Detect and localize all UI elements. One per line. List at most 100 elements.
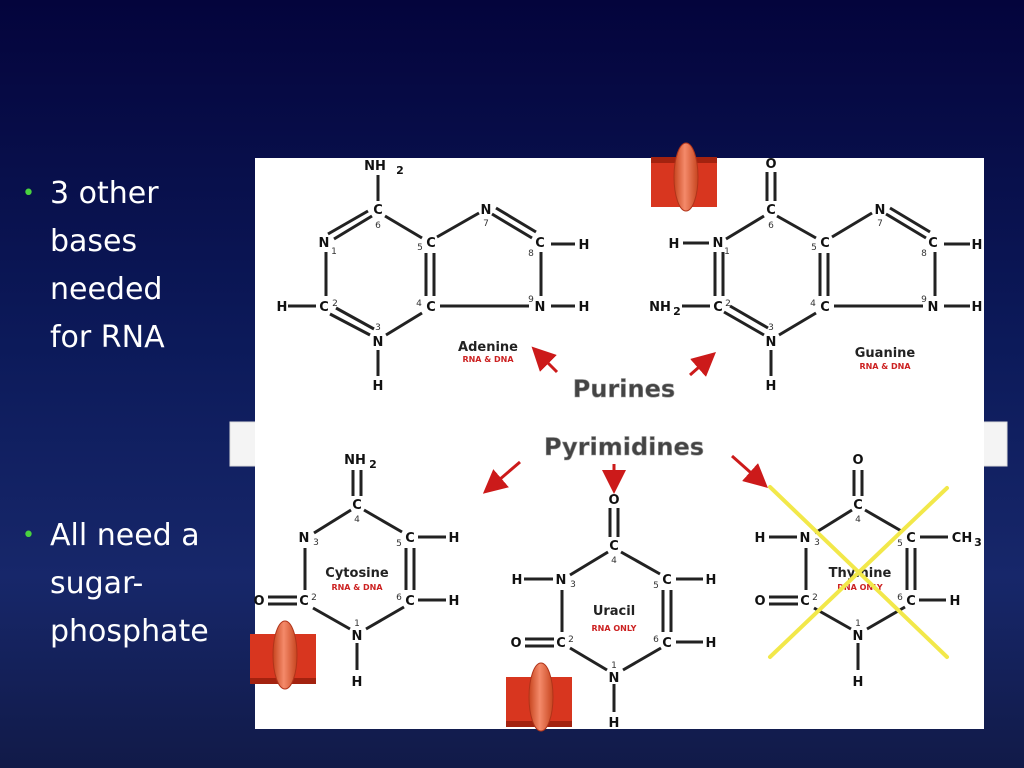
atom-label: H bbox=[755, 531, 766, 546]
uracil-note: RNA ONLY bbox=[592, 624, 637, 633]
ring-number: 4 bbox=[611, 556, 617, 566]
atom-label: H bbox=[766, 379, 777, 394]
ring-number: 9 bbox=[921, 295, 927, 305]
atom-label: N bbox=[299, 531, 310, 546]
atom-label: O bbox=[754, 594, 765, 609]
bullet-item: • All need a sugar- phosphate bbox=[22, 512, 237, 656]
atom-label: C bbox=[800, 594, 810, 609]
ring-number: 2 bbox=[812, 593, 818, 603]
atom-label: H bbox=[950, 594, 961, 609]
subscript: 3 bbox=[974, 536, 982, 549]
cytosine-atoms: NH 2 C N C H C O C H N H bbox=[253, 453, 459, 690]
atom-label: N bbox=[875, 203, 886, 218]
ring-number: 6 bbox=[375, 221, 381, 231]
atom-label: N bbox=[373, 335, 384, 350]
atom-label: N bbox=[352, 629, 363, 644]
atom-label: H bbox=[352, 675, 363, 690]
subscript: 2 bbox=[673, 305, 681, 318]
atom-label: H bbox=[706, 636, 717, 651]
ring-number: 2 bbox=[725, 299, 731, 309]
bullet-item: • 3 other bases needed for RNA bbox=[22, 170, 237, 362]
atom-label: C bbox=[299, 594, 309, 609]
atom-label: C bbox=[713, 300, 723, 315]
ring-number: 3 bbox=[313, 538, 319, 548]
atom-label: H bbox=[277, 300, 288, 315]
atom-label: C bbox=[906, 594, 916, 609]
atom-label: N bbox=[609, 671, 620, 686]
atom-label: O bbox=[765, 157, 776, 172]
atom-label: H bbox=[373, 379, 384, 394]
guanine-atoms: O C N H C N C H C NH 2 C N H N H bbox=[649, 157, 982, 394]
nh2-label: NH bbox=[364, 159, 386, 174]
atom-label: H bbox=[972, 300, 983, 315]
pyrimidines-label: Pyrimidines bbox=[544, 433, 704, 461]
atom-label: H bbox=[579, 238, 590, 253]
ring-number: 7 bbox=[877, 219, 883, 229]
atom-label: C bbox=[426, 236, 436, 251]
ring-number: 3 bbox=[768, 323, 774, 333]
atom-label: C bbox=[556, 636, 566, 651]
ring-number: 2 bbox=[568, 635, 574, 645]
atom-label: H bbox=[706, 573, 717, 588]
ring-number: 1 bbox=[724, 247, 730, 257]
ring-number: 5 bbox=[653, 581, 659, 591]
bullet-dot-icon: • bbox=[22, 181, 35, 206]
thymine-note: DNA ONLY bbox=[837, 583, 883, 592]
ring-number: 4 bbox=[855, 515, 861, 525]
atom-label: C bbox=[405, 594, 415, 609]
atom-label: C bbox=[766, 203, 776, 218]
guanine-note: RNA & DNA bbox=[859, 362, 911, 371]
bullet-text: All need a sugar- phosphate bbox=[50, 518, 209, 649]
uracil-structure bbox=[524, 508, 703, 712]
ring-number: 3 bbox=[814, 538, 820, 548]
atom-label: H bbox=[579, 300, 590, 315]
nh2-label: NH bbox=[649, 300, 671, 315]
ch3-label: CH bbox=[952, 531, 972, 546]
atom-label: C bbox=[405, 531, 415, 546]
cytosine-name: Cytosine bbox=[325, 566, 389, 581]
atom-label: O bbox=[608, 493, 619, 508]
atom-label: N bbox=[556, 573, 567, 588]
atom-label: C bbox=[426, 300, 436, 315]
atom-label: H bbox=[449, 594, 460, 609]
atom-label: H bbox=[512, 573, 523, 588]
ring-number: 1 bbox=[855, 619, 861, 629]
atom-label: H bbox=[853, 675, 864, 690]
arrow-to-cytosine bbox=[482, 460, 521, 494]
cytosine-note: RNA & DNA bbox=[331, 583, 383, 592]
ring-number: 1 bbox=[354, 619, 360, 629]
purines-label: Purines bbox=[573, 375, 675, 403]
ring-number: 6 bbox=[653, 635, 659, 645]
ring-number: 6 bbox=[396, 593, 402, 603]
atom-label: N bbox=[481, 203, 492, 218]
atom-label: C bbox=[906, 531, 916, 546]
atom-label: N bbox=[928, 300, 939, 315]
ring-number: 8 bbox=[921, 249, 927, 259]
guanine-structure bbox=[682, 172, 970, 376]
atom-label: O bbox=[253, 594, 264, 609]
atom-label: C bbox=[820, 300, 830, 315]
ring-number: 3 bbox=[375, 323, 381, 333]
atom-label: N bbox=[319, 236, 330, 251]
ring-number: 4 bbox=[416, 299, 422, 309]
adenine-structure bbox=[288, 175, 575, 376]
adenine-name: Adenine bbox=[458, 340, 518, 355]
figure-panel bbox=[255, 158, 984, 729]
atom-label: C bbox=[373, 203, 383, 218]
subscript: 2 bbox=[369, 458, 377, 471]
ring-number: 5 bbox=[897, 539, 903, 549]
adenine-numbers: 6 1 2 3 4 5 7 8 9 bbox=[331, 219, 534, 333]
sugar-phosphate-block-icon bbox=[651, 142, 717, 212]
atom-label: C bbox=[352, 498, 362, 513]
class-arrows bbox=[482, 346, 768, 494]
atom-label: C bbox=[928, 236, 938, 251]
atom-label: H bbox=[669, 237, 680, 252]
ring-number: 1 bbox=[611, 661, 617, 671]
sugar-phosphate-block-icon bbox=[506, 662, 572, 732]
atom-label: C bbox=[820, 236, 830, 251]
ring-number: 2 bbox=[332, 299, 338, 309]
arrow-to-thymine bbox=[731, 454, 768, 488]
thymine-numbers: 4 3 2 1 6 5 bbox=[812, 515, 903, 629]
ring-number: 5 bbox=[417, 243, 423, 253]
